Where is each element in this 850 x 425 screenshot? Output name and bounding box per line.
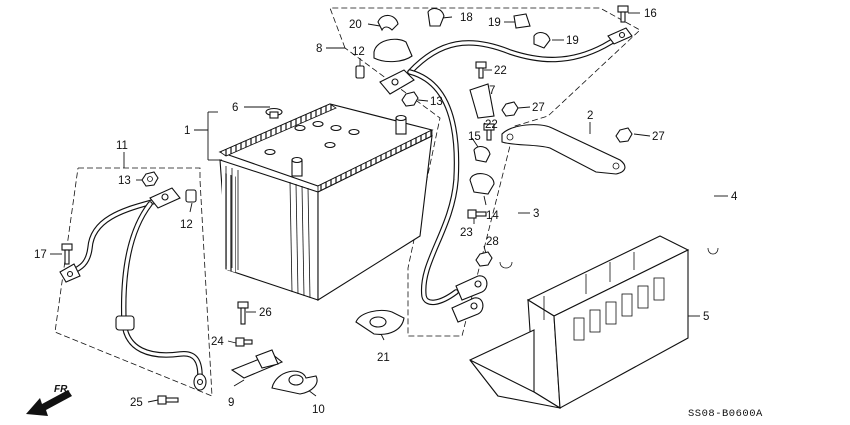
negative-cable-group-outline <box>54 167 213 397</box>
cable-clip-19-lower <box>533 31 551 49</box>
front-direction-arrow: FR. <box>26 384 72 416</box>
bolt-22-upper <box>475 61 487 79</box>
callout-label: 27 <box>652 131 665 143</box>
diagram-code: SS08-B0600A <box>688 408 763 420</box>
callout-label: 25 <box>130 397 143 409</box>
nut-28 <box>475 251 493 267</box>
battery-vent-cap <box>265 107 283 119</box>
callout-label: 23 <box>460 227 473 239</box>
callout-label: 6 <box>232 102 238 114</box>
hold-down-bar <box>501 124 626 175</box>
bolt-25 <box>157 395 179 405</box>
callout-label: 21 <box>377 352 390 364</box>
callout-label: 17 <box>34 249 47 261</box>
callout-label: 7 <box>489 85 495 97</box>
callout-label: 24 <box>211 336 224 348</box>
callout-labels: 1 2 3 4 5 6 7 8 9 10 11 12 12 13 13 14 1… <box>34 8 738 416</box>
nut-27-upper <box>501 101 519 117</box>
bolt-23 <box>467 209 487 219</box>
callout-label: 14 <box>486 210 499 222</box>
negative-cable <box>59 187 207 391</box>
cable-clip-18 <box>427 7 445 27</box>
clamp-14 <box>469 173 495 195</box>
bolt-24 <box>235 337 253 347</box>
cable-clip-20 <box>377 14 399 32</box>
front-direction-label: FR. <box>54 384 70 395</box>
callout-label: 19 <box>566 35 579 47</box>
cable-clip-19-upper <box>513 13 531 29</box>
callout-label: 4 <box>731 191 738 203</box>
callout-label: 27 <box>532 102 545 114</box>
bolt-26 <box>237 301 249 325</box>
battery-tray <box>469 235 690 410</box>
callout-label: 22 <box>485 119 498 131</box>
callout-label: 22 <box>494 65 507 77</box>
bolt-16 <box>617 5 629 23</box>
positive-cable <box>373 27 633 323</box>
hold-down-rod-4 <box>707 146 719 255</box>
callout-label: 9 <box>228 397 234 409</box>
callout-label: 12 <box>352 46 365 58</box>
callout-label: 2 <box>587 110 593 122</box>
terminal-bolt-12-left <box>185 189 197 203</box>
terminal-bolt-12-top <box>355 65 365 79</box>
callout-label: 12 <box>180 219 193 231</box>
callout-label: 16 <box>644 8 657 20</box>
callout-label: 28 <box>486 236 499 248</box>
nut-13-left <box>141 171 159 187</box>
nut-27-lower <box>615 127 633 143</box>
callout-label: 18 <box>460 12 473 24</box>
callout-label: 26 <box>259 307 272 319</box>
callout-label: 11 <box>116 140 128 152</box>
bracket-7 <box>469 83 495 119</box>
callout-label: 19 <box>488 17 501 29</box>
callout-label: 20 <box>349 19 362 31</box>
bolt-22-lower <box>483 123 495 141</box>
callout-label: 5 <box>703 311 709 323</box>
callout-label: 1 <box>184 125 190 137</box>
battery <box>218 103 434 301</box>
clip-15 <box>473 145 491 163</box>
cable-bracket-9 <box>230 349 284 379</box>
callout-label: 13 <box>430 96 443 108</box>
callout-label: 15 <box>468 131 481 143</box>
callout-label: 8 <box>316 43 322 55</box>
positive-cable-group-outline <box>329 7 641 337</box>
nut-13-top <box>401 91 419 107</box>
callout-label: 10 <box>312 404 325 416</box>
terminal-cover-21 <box>355 309 405 335</box>
cable-clamp-10 <box>271 370 318 395</box>
hold-down-rod-3 <box>499 158 513 269</box>
callout-label: 3 <box>533 208 539 220</box>
callout-label: 13 <box>118 175 131 187</box>
bolt-17 <box>61 243 73 265</box>
